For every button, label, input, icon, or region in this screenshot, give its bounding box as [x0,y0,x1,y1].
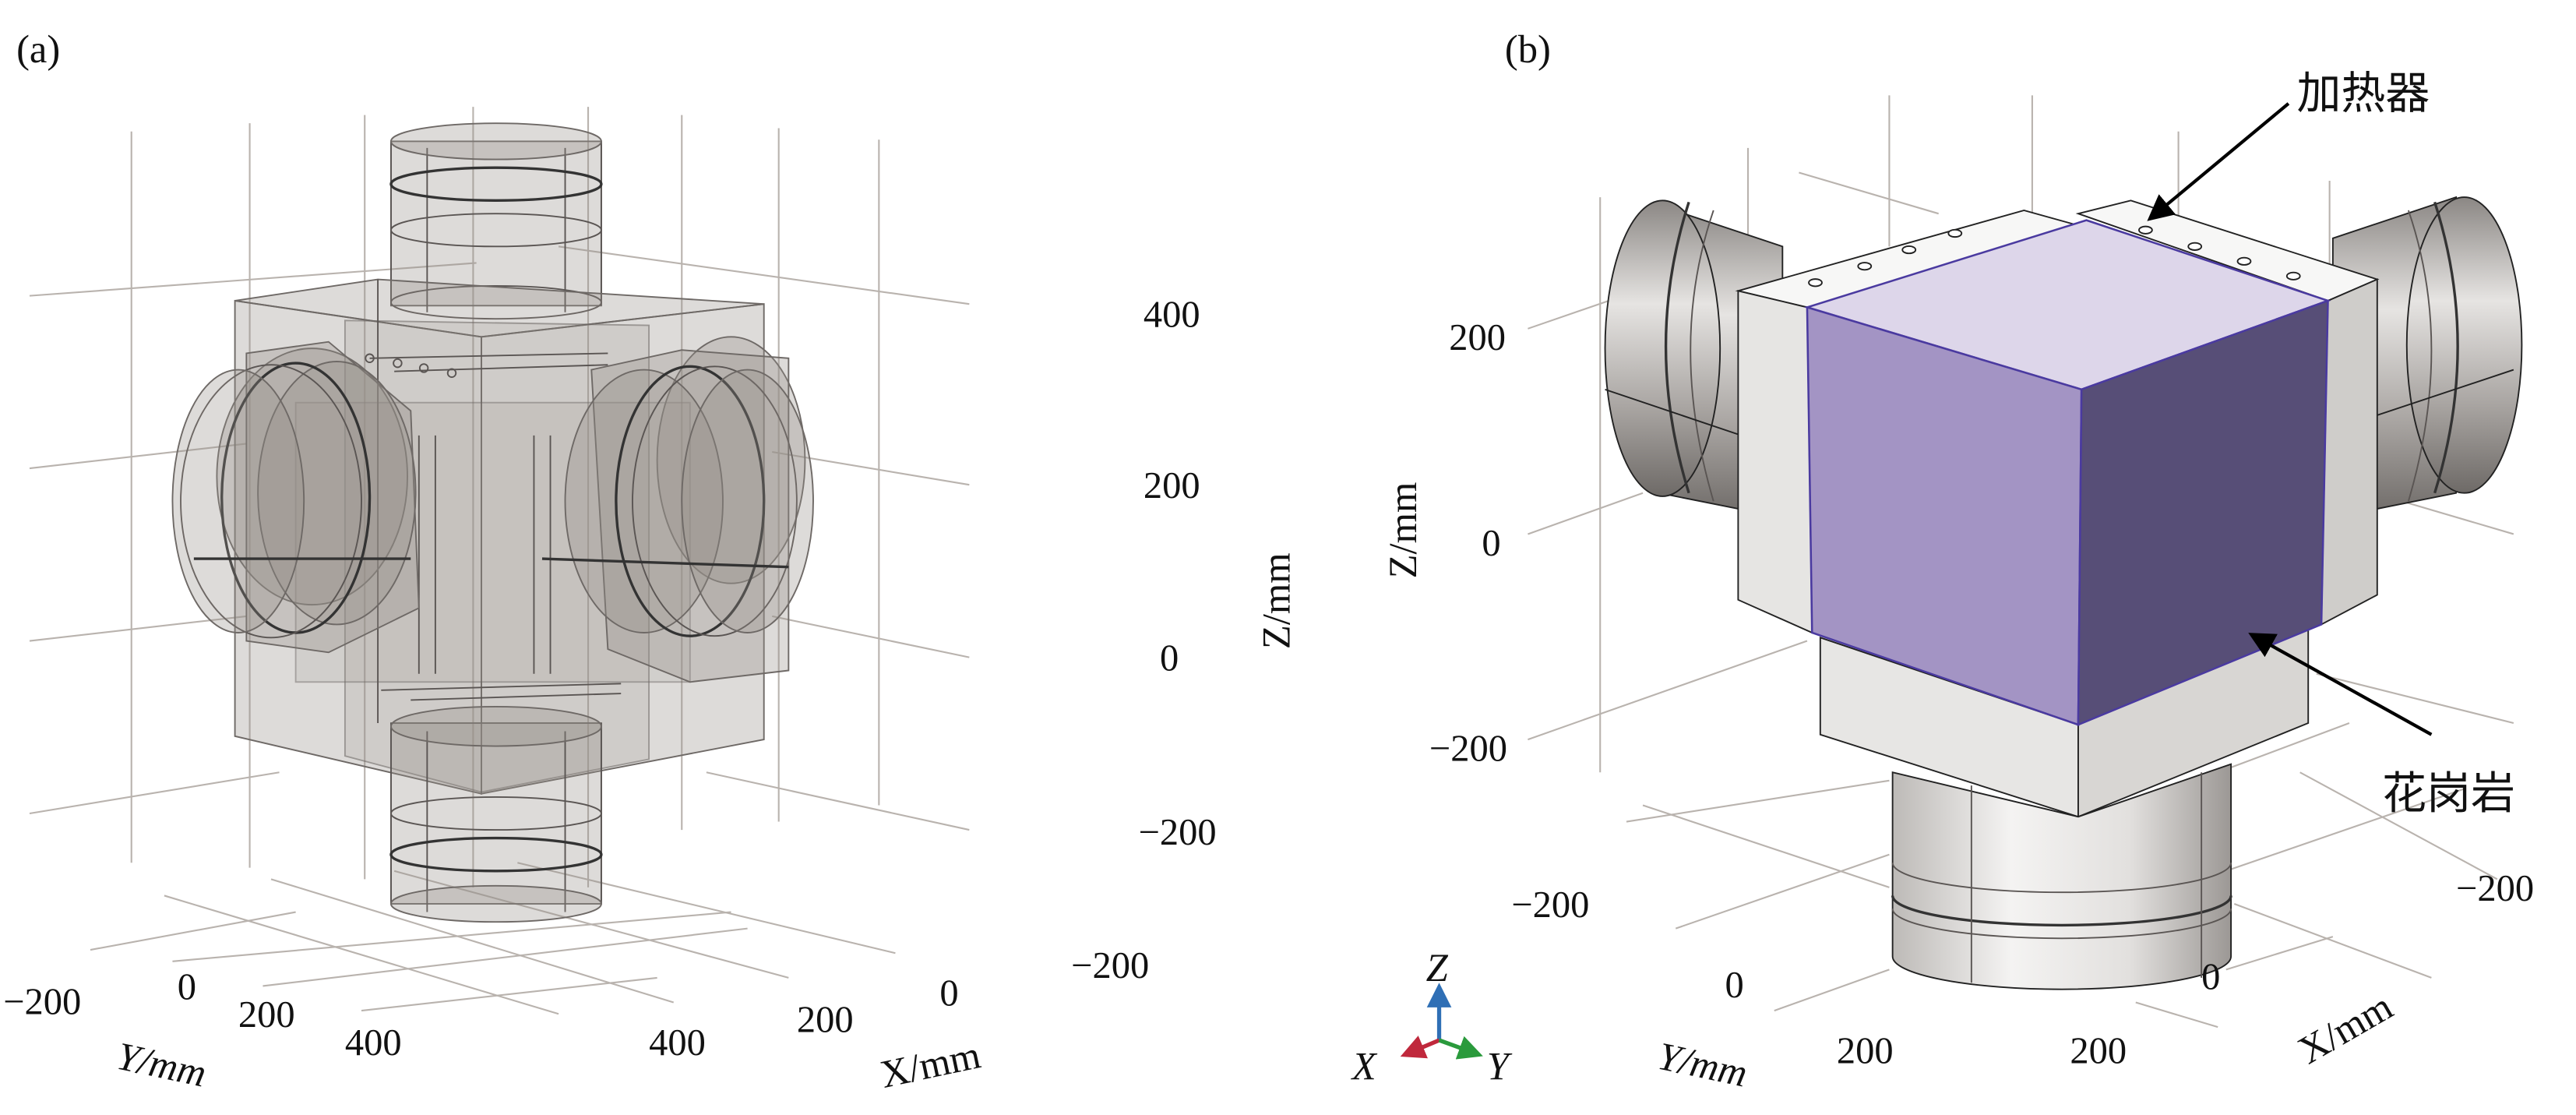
x-axis-label: X/mm [876,1032,984,1096]
panel-a-x-axis: 400 200 0 −200 X/mm [649,945,1149,1096]
z-tick: −200 [1139,812,1217,853]
heater-rods [365,352,622,701]
z-tick: 400 [1144,295,1200,336]
panel-a-y-axis: −200 0 200 400 Y/mm [3,966,401,1095]
panel-b: (b) [1351,27,2534,1095]
x-tick: 200 [2070,1031,2127,1072]
z-tick: 0 [1482,523,1500,564]
y-tick: 0 [178,966,196,1007]
y-axis-label: Y/mm [1654,1034,1751,1096]
triad-x-arrow [1400,1036,1440,1059]
left-cylinder [171,340,420,654]
triad-z-label: Z [1426,946,1449,990]
x-tick: −200 [2456,868,2534,909]
x-tick: 400 [649,1022,706,1064]
heater-label: 加热器 [2296,69,2430,118]
x-tick: 0 [2201,957,2220,998]
y-tick: 200 [1837,1031,1894,1072]
x-tick: 0 [939,973,958,1014]
heater-housing [1735,199,2380,634]
heater-annotation: 加热器 [2147,69,2430,221]
panel-b-label: (b) [1505,27,1551,71]
granite-cube [1803,219,2331,726]
axis-triad: Z X Y [1351,946,1513,1089]
bottom-cylinder [389,705,603,923]
x-axis-label: X/mm [2291,984,2400,1072]
granite-label: 花岗岩 [2382,770,2515,819]
x-tick: 200 [797,999,854,1040]
y-tick: 400 [345,1022,402,1064]
panel-a: (a) [3,27,1298,1096]
bottom-cylinder-b [1891,763,2232,990]
y-axis-label: Y/mm [113,1034,210,1096]
granite-annotation: 花岗岩 [2248,633,2515,819]
panel-a-z-axis: 400 200 0 −200 Z/mm [1139,295,1299,853]
triad-x-label: X [1351,1045,1378,1089]
z-tick: 200 [1449,317,1506,358]
z-tick: 0 [1160,637,1179,679]
y-tick: −200 [3,981,81,1022]
panel-b-y-axis: −200 0 200 Y/mm [1511,884,1893,1096]
triad-y-arrow [1438,1036,1483,1060]
z-tick: −200 [1429,728,1507,769]
y-tick: 0 [1725,965,1744,1006]
granite-arrow [2248,633,2433,736]
panel-a-label: (a) [16,27,60,71]
z-axis-label: Z/mm [1255,552,1299,649]
panel-b-z-axis: 200 0 −200 Z/mm [1381,317,1507,769]
z-tick: 200 [1144,465,1200,506]
x-tick: −200 [1071,945,1149,986]
granite-right-face [2077,299,2329,726]
heater-arrow [2147,102,2290,221]
top-cylinder [389,122,603,320]
triad-y-label: Y [1487,1045,1513,1089]
y-tick: 200 [238,994,295,1036]
z-axis-label: Z/mm [1381,482,1425,579]
y-tick: −200 [1511,884,1589,926]
heater-holes [1808,225,2301,288]
right-cylinder [541,336,814,683]
